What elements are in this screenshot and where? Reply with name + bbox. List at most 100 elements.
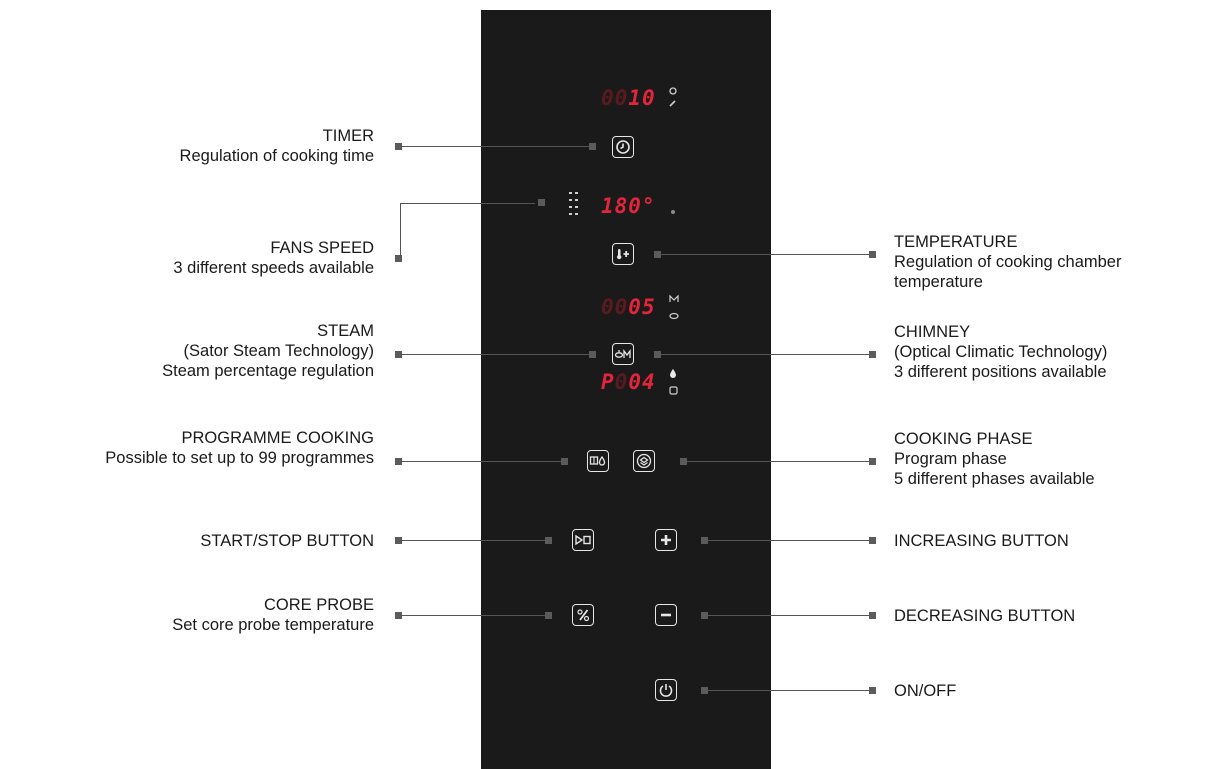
timer-label-title: TIMER bbox=[322, 127, 374, 145]
decreasing-leader-start bbox=[701, 612, 708, 619]
programme-button[interactable] bbox=[587, 450, 609, 472]
increasing-leader bbox=[708, 540, 869, 541]
fans-speed-leader bbox=[400, 203, 535, 204]
decreasing-label-title: DECREASING BUTTON bbox=[894, 607, 1076, 625]
programme-icon bbox=[589, 455, 606, 466]
start-stop-button[interactable] bbox=[572, 529, 594, 551]
temperature-label-desc2: temperature bbox=[894, 273, 983, 291]
temperature-leader-start bbox=[654, 251, 661, 258]
programme-leader-start bbox=[395, 458, 402, 465]
steam-chimney-button[interactable] bbox=[612, 343, 634, 365]
temperature-label: TEMPERATURE Regulation of cooking chambe… bbox=[894, 232, 1121, 292]
steam-label: STEAM (Sator Steam Technology) Steam per… bbox=[162, 321, 374, 381]
increasing-label-title: INCREASING BUTTON bbox=[894, 532, 1069, 550]
steam-label-desc1: (Sator Steam Technology) bbox=[183, 342, 374, 360]
steam-label-desc2: Steam percentage regulation bbox=[162, 362, 374, 380]
steam-display-digits: 05 bbox=[628, 295, 656, 319]
chimney-label-title: CHIMNEY bbox=[894, 323, 971, 341]
cooking-phase-leader-start bbox=[680, 458, 687, 465]
temperature-indicator-icon bbox=[671, 210, 675, 214]
layers-icon bbox=[636, 453, 652, 469]
start-stop-label: START/STOP BUTTON bbox=[200, 531, 374, 551]
core-probe-leader-start bbox=[395, 612, 402, 619]
on-off-label: ON/OFF bbox=[894, 681, 956, 701]
timer-label: TIMER Regulation of cooking time bbox=[180, 126, 374, 166]
timer-label-desc: Regulation of cooking time bbox=[179, 147, 374, 165]
programme-label-desc: Possible to set up to 99 programmes bbox=[105, 449, 374, 467]
timer-button[interactable] bbox=[612, 136, 634, 158]
timer-indicator-icons bbox=[669, 87, 677, 107]
core-probe-leader bbox=[401, 615, 546, 616]
programme-display-dim-digit: 0 bbox=[614, 370, 629, 394]
core-probe-button[interactable] bbox=[572, 604, 594, 626]
steam-label-title: STEAM bbox=[317, 322, 374, 340]
timer-display-dim-digits: 00 bbox=[601, 86, 629, 110]
decreasing-leader bbox=[708, 615, 869, 616]
cooking-phase-button[interactable] bbox=[633, 450, 655, 472]
steam-leader-end bbox=[589, 351, 596, 358]
minus-icon bbox=[661, 613, 671, 617]
plus-icon bbox=[661, 535, 671, 545]
temperature-display: 180° bbox=[601, 194, 656, 218]
core-probe-label-desc: Set core probe temperature bbox=[172, 616, 374, 634]
power-icon bbox=[659, 684, 673, 697]
increase-button[interactable] bbox=[655, 529, 677, 551]
power-button[interactable] bbox=[655, 679, 677, 701]
timer-leader bbox=[401, 146, 589, 147]
steam-leader bbox=[401, 354, 589, 355]
play-stop-icon bbox=[575, 534, 591, 546]
temperature-label-title: TEMPERATURE bbox=[894, 233, 1018, 251]
chimney-leader-end bbox=[869, 351, 876, 358]
core-probe-icon bbox=[577, 609, 590, 622]
steam-indicator-icons bbox=[669, 294, 679, 320]
programme-label: PROGRAMME COOKING Possible to set up to … bbox=[105, 428, 374, 468]
temperature-display-digits: 180° bbox=[601, 194, 656, 218]
cooking-phase-leader-end bbox=[869, 458, 876, 465]
programme-display-prefix: P bbox=[601, 370, 615, 394]
fans-speed-leader-end bbox=[538, 199, 545, 206]
start-stop-leader-end bbox=[545, 537, 552, 544]
programme-leader-end bbox=[561, 458, 568, 465]
fans-speed-vertical-leader bbox=[400, 203, 401, 258]
fans-speed-label-title: FANS SPEED bbox=[270, 239, 374, 257]
programme-indicator-icons bbox=[669, 369, 678, 395]
temperature-leader bbox=[661, 254, 869, 255]
decrease-button[interactable] bbox=[655, 604, 677, 626]
timer-display-digits: 10 bbox=[628, 86, 656, 110]
fans-speed-label: FANS SPEED 3 different speeds available bbox=[173, 238, 374, 278]
cooking-phase-label: COOKING PHASE Program phase 5 different … bbox=[894, 429, 1095, 489]
on-off-label-title: ON/OFF bbox=[894, 682, 957, 700]
steam-chimney-icon bbox=[614, 349, 631, 358]
timer-leader-start bbox=[395, 143, 402, 150]
on-off-leader-start bbox=[701, 687, 708, 694]
temperature-button[interactable] bbox=[612, 243, 634, 265]
start-stop-leader bbox=[401, 540, 546, 541]
chimney-label-desc2: 3 different positions available bbox=[894, 363, 1107, 381]
timer-leader-end bbox=[589, 143, 596, 150]
core-probe-label-title: CORE PROBE bbox=[263, 596, 374, 614]
steam-display-dim-digits: 00 bbox=[601, 295, 629, 319]
fan-speed-leds-icon bbox=[569, 192, 578, 215]
increasing-label: INCREASING BUTTON bbox=[894, 531, 1069, 551]
start-stop-leader-start bbox=[395, 537, 402, 544]
start-stop-label-title: START/STOP BUTTON bbox=[200, 532, 374, 550]
steam-leader-start bbox=[395, 351, 402, 358]
increasing-leader-start bbox=[701, 537, 708, 544]
programme-label-title: PROGRAMME COOKING bbox=[181, 429, 374, 447]
chimney-label: CHIMNEY (Optical Climatic Technology) 3 … bbox=[894, 322, 1107, 382]
fans-speed-leader-start bbox=[395, 255, 402, 262]
chimney-leader bbox=[661, 354, 869, 355]
cooking-phase-label-desc1: Program phase bbox=[894, 450, 1007, 468]
decreasing-label: DECREASING BUTTON bbox=[894, 606, 1075, 626]
on-off-leader-end bbox=[869, 687, 876, 694]
cooking-phase-leader bbox=[687, 461, 869, 462]
chimney-label-desc1: (Optical Climatic Technology) bbox=[894, 343, 1108, 361]
temperature-leader-end bbox=[869, 251, 876, 258]
core-probe-label: CORE PROBE Set core probe temperature bbox=[172, 595, 374, 635]
temperature-label-desc1: Regulation of cooking chamber bbox=[894, 253, 1122, 271]
thermometer-fan-icon bbox=[617, 249, 629, 260]
cooking-phase-label-title: COOKING PHASE bbox=[894, 430, 1033, 448]
